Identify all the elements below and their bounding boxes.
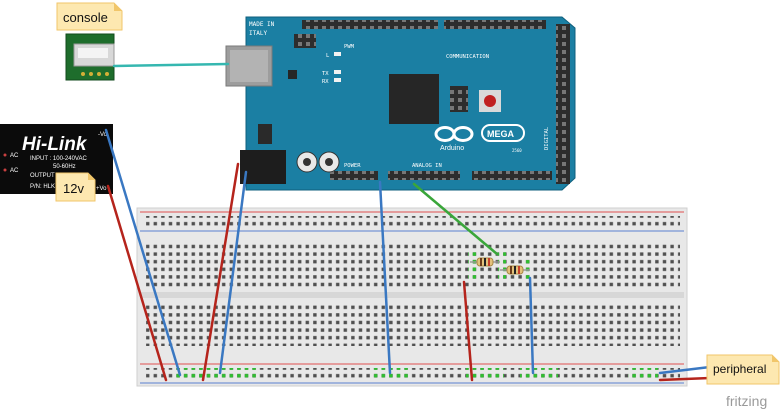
resistor-pos-wire bbox=[462, 280, 474, 382]
communication-text: COMMUNICATION bbox=[446, 54, 489, 60]
hilink-vo-minus-text: -Vo bbox=[98, 132, 108, 138]
peripheral-label-text: peripheral bbox=[713, 362, 766, 376]
arduino-mega-board bbox=[225, 16, 576, 191]
console-usb-module bbox=[65, 33, 115, 81]
pwm-text: PWM bbox=[344, 44, 355, 50]
console-label: console bbox=[56, 2, 123, 31]
resistor-gnd-wire bbox=[528, 276, 535, 375]
gnd-wire bbox=[218, 170, 248, 375]
digital-text: DIGITAL bbox=[544, 126, 550, 150]
rx-text: RX bbox=[322, 79, 329, 85]
fritzing-watermark: fritzing bbox=[726, 393, 767, 409]
voltage-label: 12v bbox=[55, 172, 96, 202]
hilink-vo-plus-text: +Vo bbox=[96, 186, 107, 192]
usb-cable-wire bbox=[112, 62, 230, 68]
vo-minus-wire bbox=[104, 128, 182, 377]
hilink-output-text: OUTPUT bbox=[30, 173, 55, 179]
hilink-input-text: INPUT : 100-240VAC bbox=[30, 156, 87, 162]
made-in-text: MADE IN bbox=[249, 21, 275, 28]
resistor-1 bbox=[470, 257, 500, 267]
arduino-logo-text: Arduino bbox=[440, 145, 464, 152]
hilink-pn-text: P/N: HLK bbox=[30, 184, 55, 190]
led-l-text: L bbox=[326, 53, 330, 59]
peripheral-label: peripheral bbox=[706, 354, 780, 385]
peripheral-pos-wire bbox=[658, 376, 712, 382]
model-text: 2560 bbox=[512, 148, 522, 153]
vo-plus-wire bbox=[106, 184, 168, 382]
tx-text: TX bbox=[322, 71, 329, 77]
peripheral-gnd-wire bbox=[658, 365, 712, 375]
arduino-board-text: MADE IN ITALY PWM L TX RX COMMUNICATION … bbox=[249, 21, 550, 169]
analog-in-text: ANALOG IN bbox=[412, 163, 442, 169]
hilink-brand-text: Hi-Link bbox=[22, 134, 88, 155]
resistor-2 bbox=[500, 265, 530, 275]
power-gnd-wire bbox=[378, 180, 392, 375]
console-label-text: console bbox=[63, 10, 108, 25]
hilink-ac1-text: AC bbox=[10, 153, 19, 159]
power-text: POWER bbox=[344, 163, 361, 169]
vin-wire bbox=[201, 162, 240, 382]
breadboard bbox=[136, 207, 688, 387]
mega-text: MEGA bbox=[487, 129, 515, 139]
italy-text: ITALY bbox=[249, 30, 267, 37]
wires bbox=[104, 62, 712, 382]
hilink-ac2-text: AC bbox=[10, 168, 19, 174]
analog-in-wire bbox=[412, 182, 499, 256]
hilink-freq-text: 50-60Hz bbox=[53, 164, 76, 170]
voltage-label-text: 12v bbox=[63, 181, 84, 196]
